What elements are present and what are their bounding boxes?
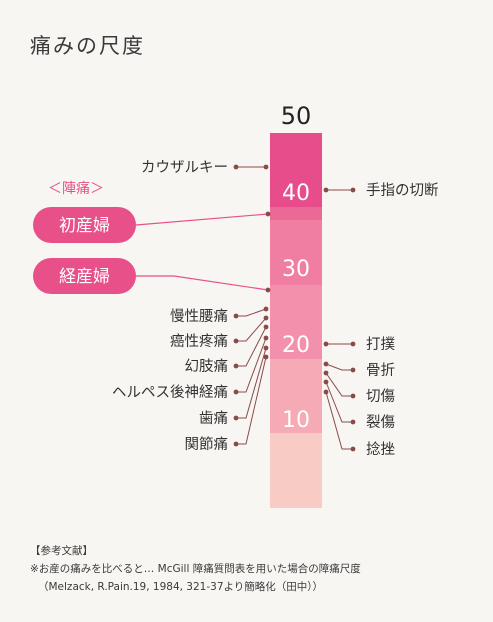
right-label: 裂傷 — [366, 414, 395, 431]
connector-line — [236, 317, 267, 342]
scale-band — [270, 359, 322, 433]
connector-dot — [323, 187, 329, 193]
connector-dot — [323, 361, 329, 367]
multipara-badge — [33, 258, 136, 294]
connector-line — [236, 337, 267, 393]
connector-line — [325, 381, 353, 423]
connector-dot — [265, 287, 271, 293]
primipara-connector — [135, 213, 269, 226]
connector-dot — [263, 306, 269, 312]
left-label: 慢性腰痛 — [170, 308, 228, 325]
scale-band — [270, 220, 322, 285]
right-label: 手指の切断 — [366, 182, 439, 199]
scale-tick-label: 30 — [282, 257, 310, 282]
scale-tick-label: 20 — [282, 333, 310, 358]
connector-dot — [323, 341, 329, 347]
connector-lines — [135, 164, 356, 452]
labor-header: ＜陣痛＞ — [48, 180, 104, 197]
connector-line — [236, 308, 267, 317]
right-label: 捻挫 — [366, 441, 395, 458]
left-label: 関節痛 — [185, 435, 229, 453]
left-label: 歯痛 — [199, 410, 228, 427]
connector-dot — [263, 335, 269, 341]
connector-dot — [263, 345, 269, 351]
page-title: 痛みの尺度 — [30, 34, 145, 58]
multipara-label: 経産婦 — [59, 267, 110, 287]
connector-dot — [350, 341, 356, 347]
scale-band — [270, 207, 322, 220]
scale-tick-label: 10 — [282, 408, 310, 433]
scale-band — [270, 285, 322, 359]
connector-dot — [233, 338, 239, 344]
connector-dot — [233, 363, 239, 369]
connector-dot — [233, 313, 239, 319]
left-label: カウザルキー — [141, 159, 228, 176]
right-label: 骨折 — [366, 362, 395, 379]
connector-dot — [233, 389, 239, 395]
scale-top-label: 50 — [281, 102, 312, 130]
pain-scale-bar: 50 40 30 20 10 — [270, 102, 322, 508]
scale-band — [270, 433, 322, 508]
connector-dot — [350, 419, 356, 425]
references-line-1: ※お産の痛みを比べると… McGill 障痛質問表を用いた場合の障痛尺度 — [30, 563, 361, 575]
right-label: 打撲 — [366, 336, 395, 353]
connector-dot — [323, 389, 329, 395]
multipara-connector — [136, 275, 269, 291]
primipara-badge — [33, 207, 136, 243]
connector-dot — [350, 446, 356, 452]
left-label: 幻肢痛 — [185, 358, 229, 375]
left-label: 癌性疼痛 — [170, 333, 228, 350]
scale-tick-label: 40 — [282, 181, 310, 206]
scale-band — [270, 133, 322, 207]
connector-line — [325, 363, 353, 371]
connector-dot — [350, 187, 356, 193]
connector-line — [236, 356, 267, 445]
connector-dot — [263, 324, 269, 330]
connector-dot — [263, 354, 269, 360]
connector-line — [325, 372, 353, 397]
connector-line — [325, 391, 353, 450]
connector-dot — [263, 164, 269, 170]
primipara-label: 初産婦 — [59, 216, 110, 236]
connector-dot — [350, 393, 356, 399]
references-heading: 【参考文献】 — [30, 545, 93, 557]
connector-dot — [323, 370, 329, 376]
references: 【参考文献】 ※お産の痛みを比べると… McGill 障痛質問表を用いた場合の障… — [30, 542, 361, 596]
connector-dot — [323, 379, 329, 385]
connector-dot — [233, 164, 239, 170]
connector-dot — [233, 415, 239, 421]
connector-line — [236, 326, 267, 367]
connector-dot — [350, 367, 356, 373]
connector-dot — [263, 315, 269, 321]
left-label: ヘルペス後神経痛 — [112, 384, 228, 401]
connector-dot — [265, 211, 271, 217]
references-line-2: （Melzack, R.Pain.19, 1984, 321-37より簡略化（田… — [38, 581, 324, 593]
right-label: 切傷 — [366, 388, 395, 405]
connector-line — [236, 347, 267, 419]
connector-dot — [233, 441, 239, 447]
